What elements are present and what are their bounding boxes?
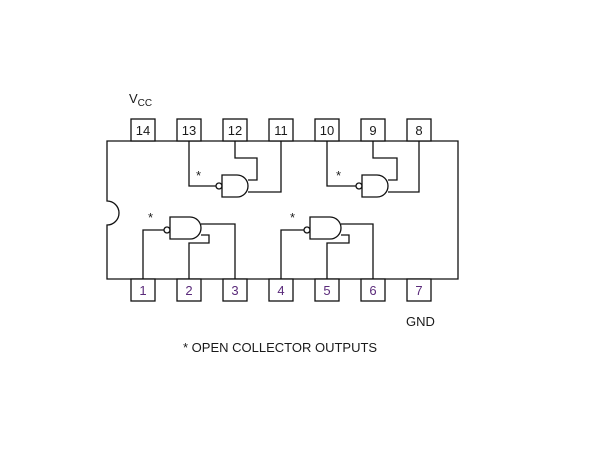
- top-pin-row: 14 13 12 11 10 9 8: [130, 118, 432, 142]
- pin-12-label: 12: [228, 123, 242, 138]
- pin-4-label: 4: [277, 283, 284, 298]
- nand-gate-a-bubble: [163, 226, 171, 234]
- nand-gate-c: *: [188, 141, 282, 198]
- bottom-pin-row: 1 2 3 4 5 6 7: [130, 278, 432, 302]
- gate-a-asterisk: *: [148, 210, 153, 225]
- gate-d-input1-wire: [372, 141, 398, 181]
- nand-gate-a: *: [142, 210, 236, 279]
- pin-2-label: 2: [185, 283, 192, 298]
- nand-gate-d-bubble: [355, 182, 363, 190]
- pin-5-label: 5: [323, 283, 330, 298]
- nand-gate-c-body: [221, 174, 249, 198]
- pin-14-box: [130, 118, 156, 142]
- pin-1-label: 1: [139, 283, 146, 298]
- nand-gate-d: *: [326, 141, 420, 198]
- nand-gate-b: *: [280, 210, 374, 279]
- pin-13-label: 13: [182, 123, 196, 138]
- open-collector-footnote: * OPEN COLLECTOR OUTPUTS: [183, 340, 377, 355]
- pin-11-label: 11: [274, 123, 288, 138]
- pin-7-box: [406, 278, 432, 302]
- gate-b-output-wire: [280, 229, 304, 279]
- pin-7-label: 7: [415, 283, 422, 298]
- gate-c-output-wire: [188, 141, 216, 187]
- gate-d-input2-wire: [388, 141, 420, 193]
- nand-gate-d-body: [361, 174, 389, 198]
- gate-b-input2-wire: [326, 234, 350, 279]
- gate-a-input2-wire: [188, 234, 210, 279]
- gate-b-input1-wire: [341, 223, 374, 279]
- gate-c-input1-wire: [234, 141, 258, 181]
- gate-b-asterisk: *: [290, 210, 295, 225]
- nand-gate-b-bubble: [303, 226, 311, 234]
- nand-gate-c-bubble: [215, 182, 223, 190]
- gate-c-input2-wire: [248, 141, 282, 193]
- pin-14-label: 14: [136, 123, 150, 138]
- nand-gate-a-body: [169, 216, 202, 240]
- chip-body: [106, 140, 459, 280]
- gate-a-output-wire: [142, 229, 164, 279]
- vcc-label: VCC: [129, 91, 152, 109]
- pin-8-label: 8: [415, 123, 422, 138]
- gnd-label: GND: [406, 314, 435, 329]
- pin-3-label: 3: [231, 283, 238, 298]
- nand-gate-b-body: [309, 216, 342, 240]
- pin-10-label: 10: [320, 123, 334, 138]
- gate-d-output-wire: [326, 141, 356, 187]
- pin-9-label: 9: [369, 123, 376, 138]
- gate-c-asterisk: *: [196, 168, 201, 183]
- gate-a-input1-wire: [201, 223, 236, 279]
- gate-d-asterisk: *: [336, 168, 341, 183]
- pin-6-label: 6: [369, 283, 376, 298]
